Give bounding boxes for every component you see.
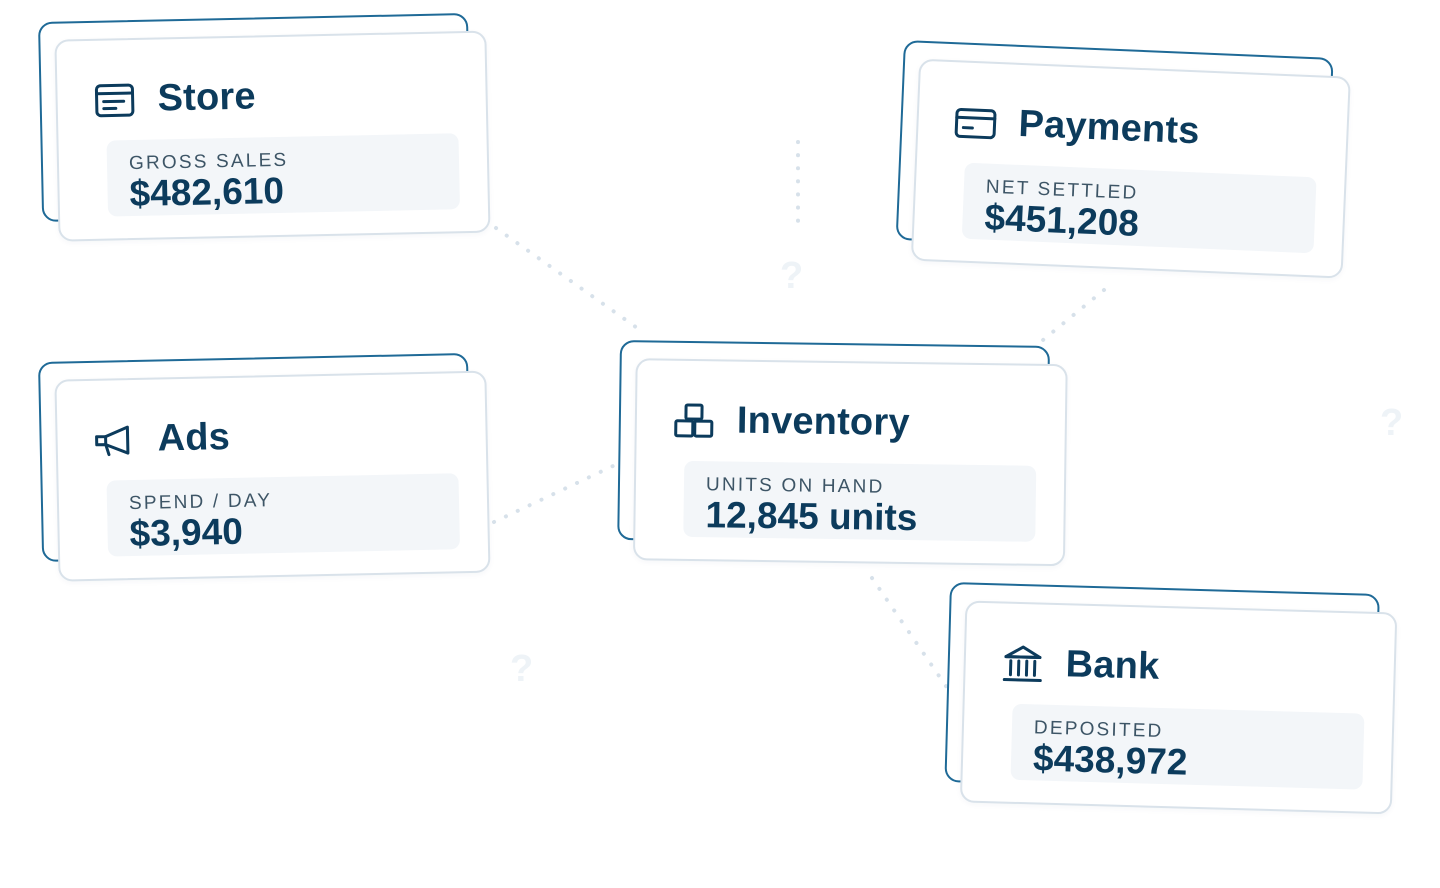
credit-card-icon [954,101,998,145]
metric-value: $438,972 [1032,737,1188,783]
card-front-layer: Bank DEPOSITED $438,972 [959,600,1398,815]
connector-ads-inventory [492,456,632,524]
card-title: Store [157,75,257,120]
card-front-layer: Inventory UNITS ON HAND 12,845 units [632,358,1068,567]
megaphone-icon [93,418,136,461]
connector-inventory-bank [870,576,952,694]
metric-box: DEPOSITED $438,972 [1010,703,1365,790]
card-title: Ads [157,416,231,460]
question-mark-decor-2: ? [1380,402,1404,444]
card-front-layer: Ads SPEND / DAY $3,940 [54,370,491,582]
connector-store-inventory [494,226,642,332]
connector-payments-inventory [1002,288,1106,374]
boxes-icon [673,399,716,442]
card-front-layer: Store GROSS SALES $482,610 [54,30,491,242]
card-title: Bank [1065,643,1161,688]
metric-box: NET SETTLED $451,208 [961,162,1317,254]
metric-box: SPEND / DAY $3,940 [106,473,461,557]
question-mark-decor-1: ? [780,255,804,297]
storefront-icon [93,78,136,121]
card-front-layer: Payments NET SETTLED $451,208 [910,58,1351,279]
metric-value: $3,940 [129,510,244,555]
metric-box: UNITS ON HAND 12,845 units [683,460,1037,542]
question-mark-decor-3: ? [510,648,534,690]
card-title: Payments [1017,102,1201,153]
card-title: Inventory [736,399,911,445]
metric-box: GROSS SALES $482,610 [106,133,461,217]
bank-icon [1001,642,1044,685]
metric-value: 12,845 units [705,494,918,539]
metric-value: $482,610 [129,169,285,215]
